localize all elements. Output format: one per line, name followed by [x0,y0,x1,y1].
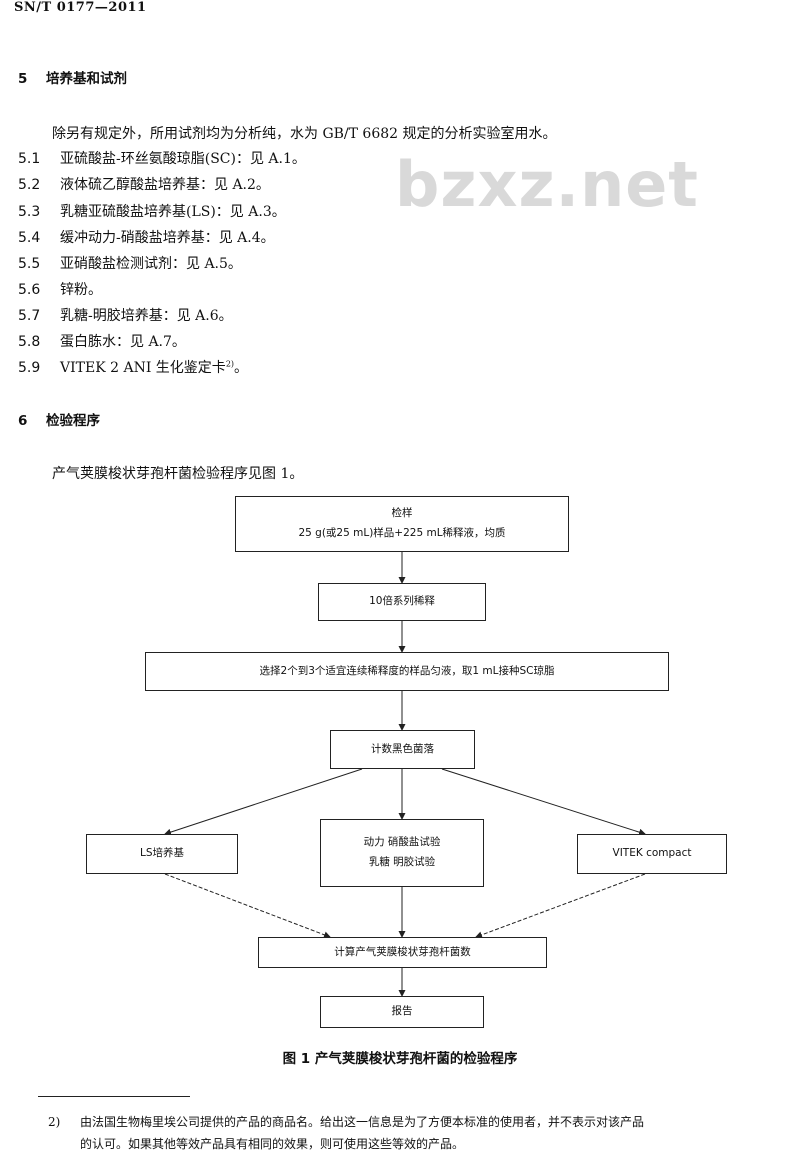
arrow-count-to-ls [164,768,363,836]
section-6-title: 检验程序 [46,413,100,429]
footnote-line-1: 由法国生物梅里埃公司提供的产品的商品名。给出这一信息是为了方便本标准的使用者，并… [80,1115,645,1129]
flow-sampling-detail: 25 g(或25 mL)样品+225 mL稀释液，均质 [298,527,506,539]
flow-motility: 动力 硝酸盐试验 [363,836,441,849]
flow-sampling-title: 检样 [391,507,413,520]
document-code: SN/T 0177—2011 [14,0,147,15]
arrow-ls-to-calc [164,873,331,939]
flow-box-select: 选择2个到3个适宜连续稀释度的样品匀液，取1 mL接种SC琼脂 [145,652,669,691]
section-5-number: 5 [18,71,28,87]
footnote-ref: 2) [225,359,235,369]
section-5-title: 培养基和试剂 [46,71,127,87]
section-6-intro: 产气荚膜梭状芽孢杆菌检验程序见图 1。 [52,466,304,482]
section-5-heading: 5 培养基和试剂 [18,67,127,87]
section-6-heading: 6 检验程序 [18,409,100,429]
footnote-rule [38,1096,190,1097]
section-5-intro: 除另有规定外，所用试剂均为分析纯，水为 GB/T 6682 规定的分析实验室用水… [52,126,557,142]
footnote-line-2: 的认可。如果其他等效产品具有相同的效果，则可使用这些等效的产品。 [80,1137,465,1151]
watermark: bzxz.net [395,148,699,221]
flow-box-sampling: 检样 25 g(或25 mL)样品+225 mL稀释液，均质 [235,496,569,552]
flow-lactose: 乳糖 明胶试验 [368,856,436,868]
arrow-vitek-to-calc [475,873,646,939]
flow-box-report: 报告 [320,996,484,1028]
arrow-count-to-vitek [441,768,646,836]
flow-box-vitek: VITEK compact [577,834,727,874]
figure-caption: 图 1 产气荚膜梭状芽孢杆菌的检验程序 [282,1051,518,1067]
flow-box-count: 计数黑色菌落 [330,730,475,769]
flow-box-ls: LS培养基 [86,834,238,874]
flow-box-calc: 计算产气荚膜梭状芽孢杆菌数 [258,937,547,968]
flow-box-biochem-tests: 动力 硝酸盐试验 乳糖 明胶试验 [320,819,484,887]
footnote-number: 2) [48,1115,61,1129]
section-6-number: 6 [18,413,28,429]
flow-box-dilution: 10倍系列稀释 [318,583,486,621]
footnote-text: 由法国生物梅里埃公司提供的产品的商品名。给出这一信息是为了方便本标准的使用者，并… [80,1111,792,1155]
